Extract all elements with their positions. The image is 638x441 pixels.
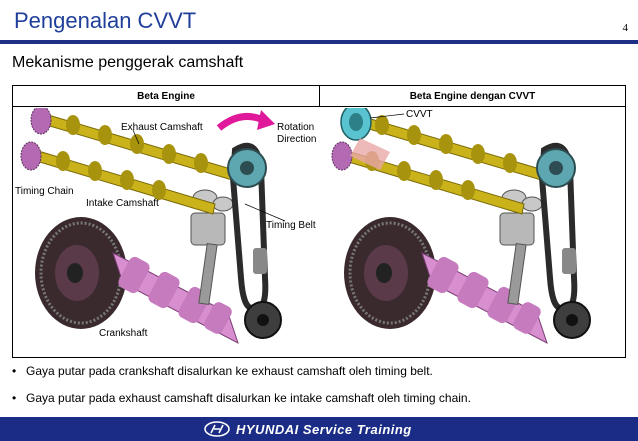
hyundai-logo-icon bbox=[204, 421, 230, 437]
beta-engine-illustration: Exhaust Camshaft Rotation Direction Timi… bbox=[13, 108, 318, 357]
flywheel-icon bbox=[344, 217, 436, 329]
exhaust-camshaft-label: Exhaust Camshaft bbox=[121, 122, 203, 133]
intake-camshaft-icon bbox=[32, 149, 216, 215]
title-underline bbox=[0, 40, 638, 44]
rotation-direction-label: Rotation Direction bbox=[277, 122, 317, 145]
engine-comparison-figure: Beta Engine Beta Engine dengan CVVT bbox=[12, 85, 626, 358]
bullet-list: • Gaya putar pada crankshaft disalurkan … bbox=[12, 364, 622, 418]
beta-engine-drawing bbox=[20, 108, 286, 345]
bullet-text: Gaya putar pada exhaust camshaft disalur… bbox=[26, 391, 471, 405]
bullet-item: • Gaya putar pada exhaust camshaft disal… bbox=[12, 391, 622, 405]
bullet-text: Gaya putar pada crankshaft disalurkan ke… bbox=[26, 364, 433, 378]
bullet-icon: • bbox=[12, 391, 17, 405]
beta-engine-cvvt-illustration: CVVT bbox=[320, 108, 625, 357]
timing-chain-label: Timing Chain bbox=[15, 186, 74, 197]
timing-belt-label: Timing Belt bbox=[266, 220, 316, 231]
footer-brand: HYUNDAI Service Training bbox=[204, 420, 412, 438]
crankshaft-icon bbox=[421, 251, 548, 345]
timing-chain-icon bbox=[20, 108, 52, 171]
crankshaft-label: Crankshaft bbox=[99, 328, 148, 339]
footer-brand-text: HYUNDAI Service Training bbox=[236, 421, 412, 437]
intake-camshaft-label: Intake Camshaft bbox=[86, 198, 159, 209]
timing-belt-icon bbox=[536, 142, 591, 339]
beta-engine-cvvt-header: Beta Engine dengan CVVT bbox=[319, 86, 625, 107]
flywheel-icon bbox=[35, 217, 127, 329]
page-number: 4 bbox=[622, 22, 629, 34]
beta-engine-header: Beta Engine bbox=[13, 86, 319, 107]
bullet-icon: • bbox=[12, 364, 17, 378]
cvvt-label: CVVT bbox=[406, 109, 433, 120]
slide-title: Pengenalan CVVT bbox=[14, 8, 197, 33]
timing-belt-icon bbox=[227, 142, 282, 339]
bullet-item: • Gaya putar pada crankshaft disalurkan … bbox=[12, 364, 622, 378]
footer-bar: HYUNDAI Service Training bbox=[0, 417, 638, 441]
beta-engine-cvvt-drawing bbox=[331, 108, 591, 345]
cvvt-unit-icon bbox=[331, 108, 390, 171]
section-subtitle: Mekanisme penggerak camshaft bbox=[12, 54, 244, 71]
rotation-arrow-icon bbox=[216, 110, 275, 131]
